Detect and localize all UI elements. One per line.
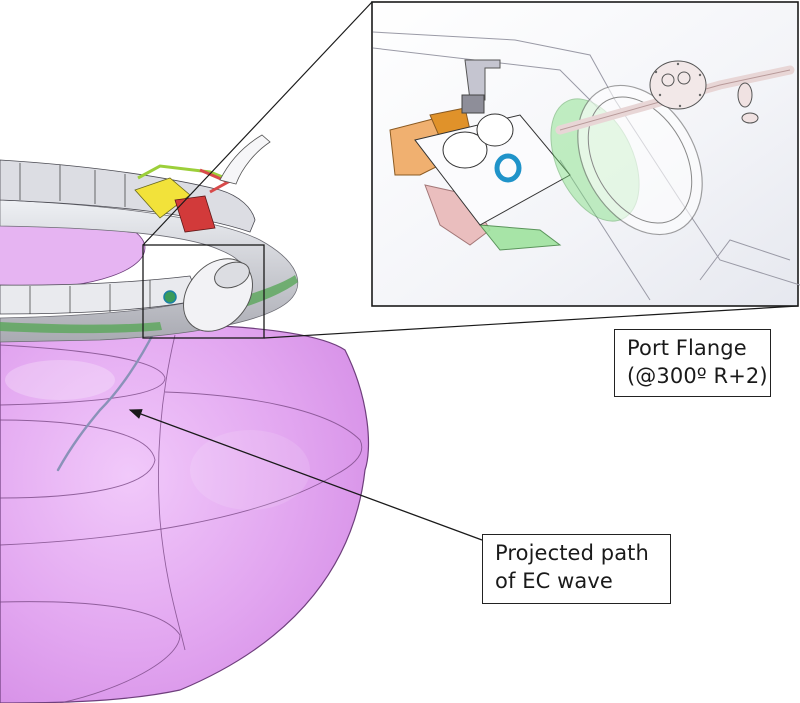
magnifier-box <box>142 244 265 339</box>
ec-wave-path <box>56 328 157 472</box>
ec-wave-callout: Projected path of EC wave <box>482 534 671 604</box>
inset-connector-top <box>142 1 373 246</box>
inset-connector-bottom <box>263 305 799 339</box>
inset-port-flange-detail <box>371 1 800 307</box>
vessel-ring-assembly <box>0 134 299 343</box>
port-flange-callout-location: (@300º R+2) <box>627 364 768 388</box>
ec-wave-callout-line1: Projected path <box>495 541 649 565</box>
port-flange-callout: Port Flange (@300º R+2) <box>614 329 771 397</box>
plasma-volume <box>0 323 370 703</box>
port-flange-callout-title: Port Flange <box>627 336 747 360</box>
ec-wave-callout-line2: of EC wave <box>495 569 613 593</box>
ec-wave-leader-arrow <box>128 409 483 541</box>
